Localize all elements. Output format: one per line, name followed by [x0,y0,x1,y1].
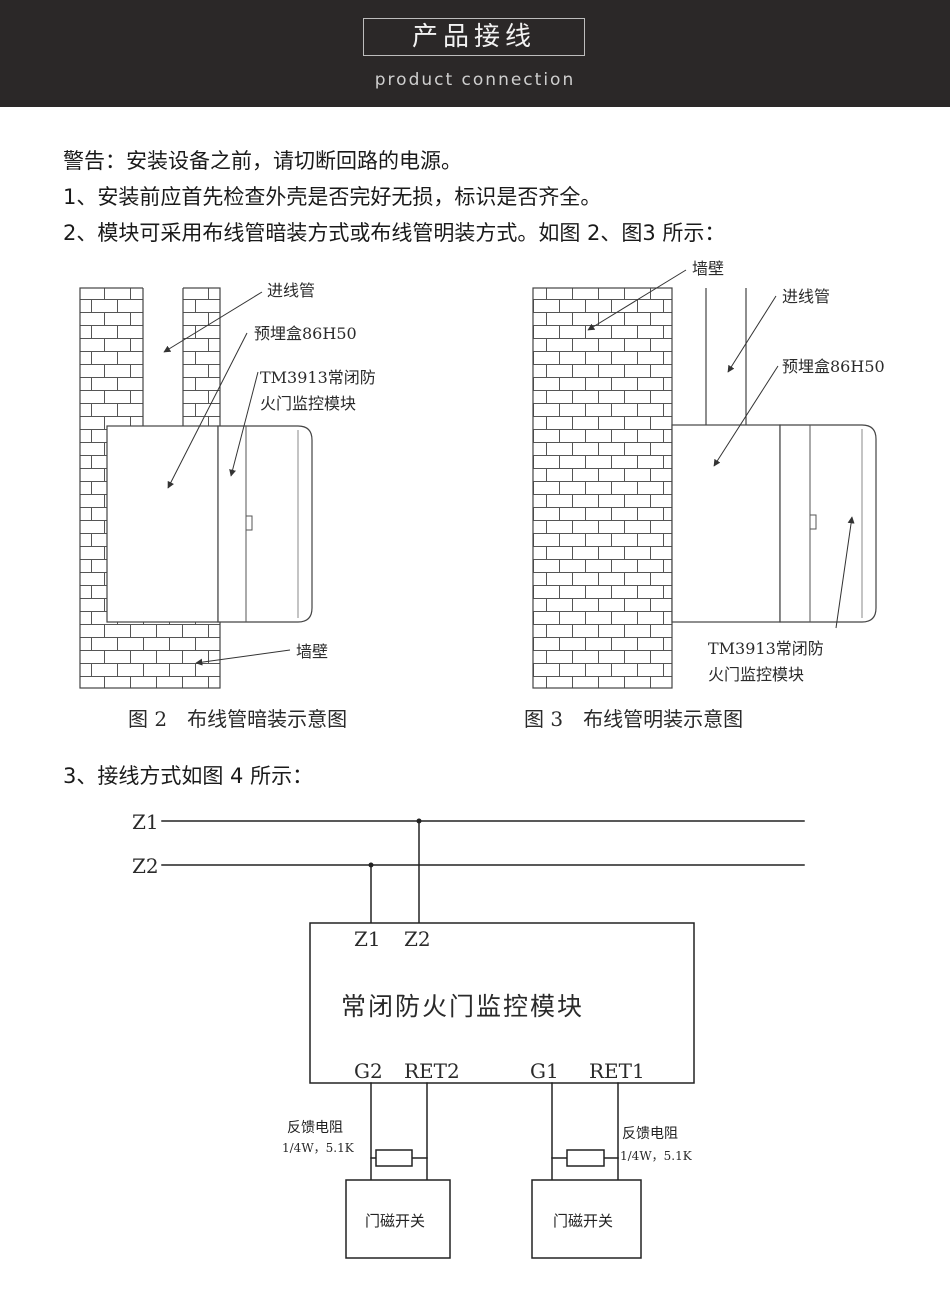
terminal-z1: Z1 [354,927,381,951]
fig2-label-box: 预埋盒86H50 [254,324,357,343]
terminal-z2: Z2 [404,927,431,951]
figure-2-concealed-installation: 进线管 预埋盒86H50 TM3913常闭防 火门监控模块 墙壁 图 2 布线管… [79,281,376,731]
monitor-module-box [309,922,695,1084]
section-title: 产品接线 [363,18,585,56]
bus-z1-label: Z1 [132,810,159,834]
fig3-label-module-line2: 火门监控模块 [708,665,804,684]
figure-4-wiring-diagram: Z1 Z2 Z1 Z2 常闭防火门监控模块 G2 RET2 G1 RET1 反馈… [132,810,805,1259]
z1-junction-dot [416,818,422,824]
terminal-g1: G1 [530,1059,559,1083]
module-name: 常闭防火门监控模块 [341,992,584,1021]
right-feedback-resistor [566,1149,605,1167]
fig3-label-box: 预埋盒86H50 [782,357,885,376]
terminal-g2: G2 [354,1059,383,1083]
step-1-text: 1、安装前应首先检查外壳是否完好无损，标识是否齐全。 [63,185,602,209]
fig3-module [779,424,877,623]
step-3-text: 3、接线方式如图 4 所示： [63,764,314,788]
left-resistor-spec: 1/4W，5.1K [282,1141,355,1155]
right-door-switch-box [531,1179,642,1259]
figure-3-surface-installation: 墙壁 进线管 预埋盒86H50 TM3913常闭防 火门监控模块 图 3 布线管… [524,259,885,731]
fig3-surface-box [671,424,781,623]
left-door-switch-box [345,1179,451,1259]
fig3-caption: 图 3 布线管明装示意图 [524,707,743,731]
fig3-label-module-line1: TM3913常闭防 [708,639,824,658]
terminal-ret1: RET1 [589,1059,645,1083]
warning-text: 警告：安装设备之前，请切断回路的电源。 [63,149,462,173]
step-2-text: 2、模块可采用布线管暗装方式或布线管明装方式。如图 2、图3 所示： [63,221,726,245]
fig2-label-wall: 墙壁 [296,642,328,661]
fig2-label-module-line2: 火门监控模块 [260,394,356,413]
section-subtitle: product connection [374,70,576,90]
terminal-ret2: RET2 [404,1059,460,1083]
fig2-label-module-line1: TM3913常闭防 [260,368,376,387]
bus-z2-label: Z2 [132,854,159,878]
left-resistor-name: 反馈电阻 [287,1120,343,1136]
left-feedback-resistor [375,1149,413,1167]
fig3-brick-wall [532,287,673,689]
header-banner: 产品接线 product connection [0,0,950,107]
fig2-label-conduit: 进线管 [267,281,315,300]
right-door-switch-label: 门磁开关 [553,1212,613,1230]
z2-junction-dot [368,862,374,868]
fig3-label-conduit: 进线管 [782,287,830,306]
fig2-embedded-box [106,425,219,623]
fig2-module [217,425,313,623]
right-resistor-name: 反馈电阻 [622,1126,678,1142]
fig2-caption: 图 2 布线管暗装示意图 [128,707,347,731]
left-door-switch-label: 门磁开关 [365,1212,425,1230]
right-resistor-spec: 1/4W，5.1K [620,1149,693,1163]
fig3-label-wall: 墙壁 [692,259,724,278]
